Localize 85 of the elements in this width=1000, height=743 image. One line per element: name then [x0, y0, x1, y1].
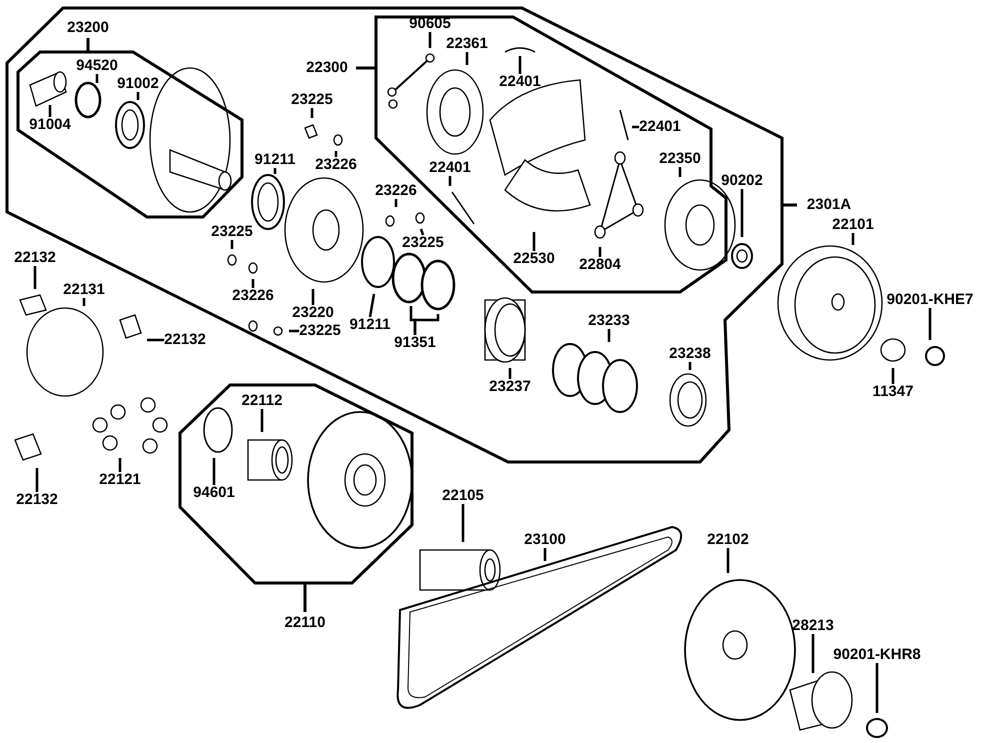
- callout-number: 22350: [659, 151, 701, 167]
- leader-line: [96, 74, 98, 83]
- leader-line: [812, 634, 814, 673]
- leader-line: [726, 548, 730, 573]
- leader-line: [508, 368, 512, 379]
- callout-number: 22804: [579, 257, 621, 273]
- callout-number: 23225: [211, 224, 253, 240]
- part-number: 22300: [306, 60, 348, 76]
- leader-line: [252, 279, 254, 288]
- leader-line: [462, 504, 464, 542]
- callout-number: 23226: [375, 183, 417, 199]
- callout-number: 11347: [872, 384, 914, 400]
- callout-number: 28213: [792, 618, 834, 634]
- leader-line: [48, 105, 52, 117]
- callout-number: 22132: [164, 332, 206, 348]
- callout-number: 91351: [394, 335, 436, 351]
- callout-number: 22132: [14, 250, 56, 266]
- callout-number: 22132: [16, 492, 58, 508]
- leader-line: [230, 240, 234, 249]
- callout-number: 23100: [524, 532, 566, 548]
- callout-number: 22401: [499, 74, 541, 90]
- leader-line: [310, 108, 314, 118]
- leader-line: [688, 362, 692, 370]
- callout-number: 22101: [832, 217, 874, 233]
- leader-line: [740, 189, 744, 237]
- leader-line: [852, 233, 854, 245]
- callout-number: 90201-KHE7: [886, 292, 974, 308]
- leader-line: [334, 151, 338, 157]
- callout-number: 91211: [254, 152, 296, 168]
- callout-number: 22112: [242, 393, 282, 409]
- leader-line: [420, 228, 424, 236]
- leader-line: [260, 409, 264, 432]
- callout-number: 94520: [76, 58, 118, 74]
- part-number: 2301A: [806, 197, 852, 213]
- leader-line: [428, 32, 432, 48]
- callout-number: 23226: [315, 157, 357, 173]
- leader-line: [118, 458, 122, 472]
- part-number: 23200: [67, 20, 109, 36]
- callout-number: 90202: [721, 173, 763, 189]
- callout-number: 23225: [291, 92, 333, 108]
- callout-number: 91211: [350, 317, 390, 333]
- leader-line: [289, 330, 300, 332]
- callout-number: 23225: [402, 235, 444, 251]
- leader-line: [598, 247, 602, 257]
- leader-line: [928, 308, 932, 340]
- leader-line: [274, 168, 276, 174]
- callout-number: 22401: [429, 160, 471, 176]
- callout-number: 22131: [63, 282, 105, 298]
- callout-number: 91004: [29, 117, 71, 133]
- callout-number: 23225: [299, 323, 341, 339]
- leader-line: [212, 458, 216, 485]
- callout-number: 23238: [669, 346, 711, 362]
- callout-number: 91002: [117, 76, 159, 92]
- callout-number: 22530: [513, 251, 555, 267]
- part-number: 22110: [284, 615, 326, 631]
- callout-number: 23237: [489, 379, 531, 395]
- leader-line: [518, 56, 522, 74]
- leader-line: [147, 338, 164, 342]
- callout-number: 22401: [639, 119, 681, 135]
- leader-line: [544, 548, 546, 561]
- callout-number: 90201-KHR8: [833, 647, 921, 663]
- leader-line: [312, 289, 314, 305]
- callout-number: 22102: [707, 532, 749, 548]
- leader-line: [678, 167, 682, 177]
- callout-number: 94601: [193, 485, 235, 501]
- callout-number: 22361: [446, 36, 488, 52]
- leader-line: [36, 468, 38, 492]
- callout-number: 22105: [442, 488, 484, 504]
- leader-line: [82, 298, 86, 306]
- leader-line: [136, 92, 140, 100]
- leader-line: [448, 176, 452, 186]
- leader-line: [466, 52, 468, 65]
- leader-line: [632, 126, 640, 128]
- leader-line: [394, 199, 398, 207]
- leader-line: [876, 663, 878, 713]
- leader-line: [608, 329, 610, 342]
- leader-line: [532, 232, 536, 251]
- callout-number: 23220: [292, 305, 334, 321]
- leader-line: [34, 266, 36, 289]
- callout-number: 23233: [588, 313, 630, 329]
- leader-line: [892, 368, 894, 384]
- leader-line: [368, 294, 376, 318]
- callout-number: 23226: [232, 288, 274, 304]
- callout-number: 22121: [99, 472, 141, 488]
- leader-line: [414, 314, 440, 335]
